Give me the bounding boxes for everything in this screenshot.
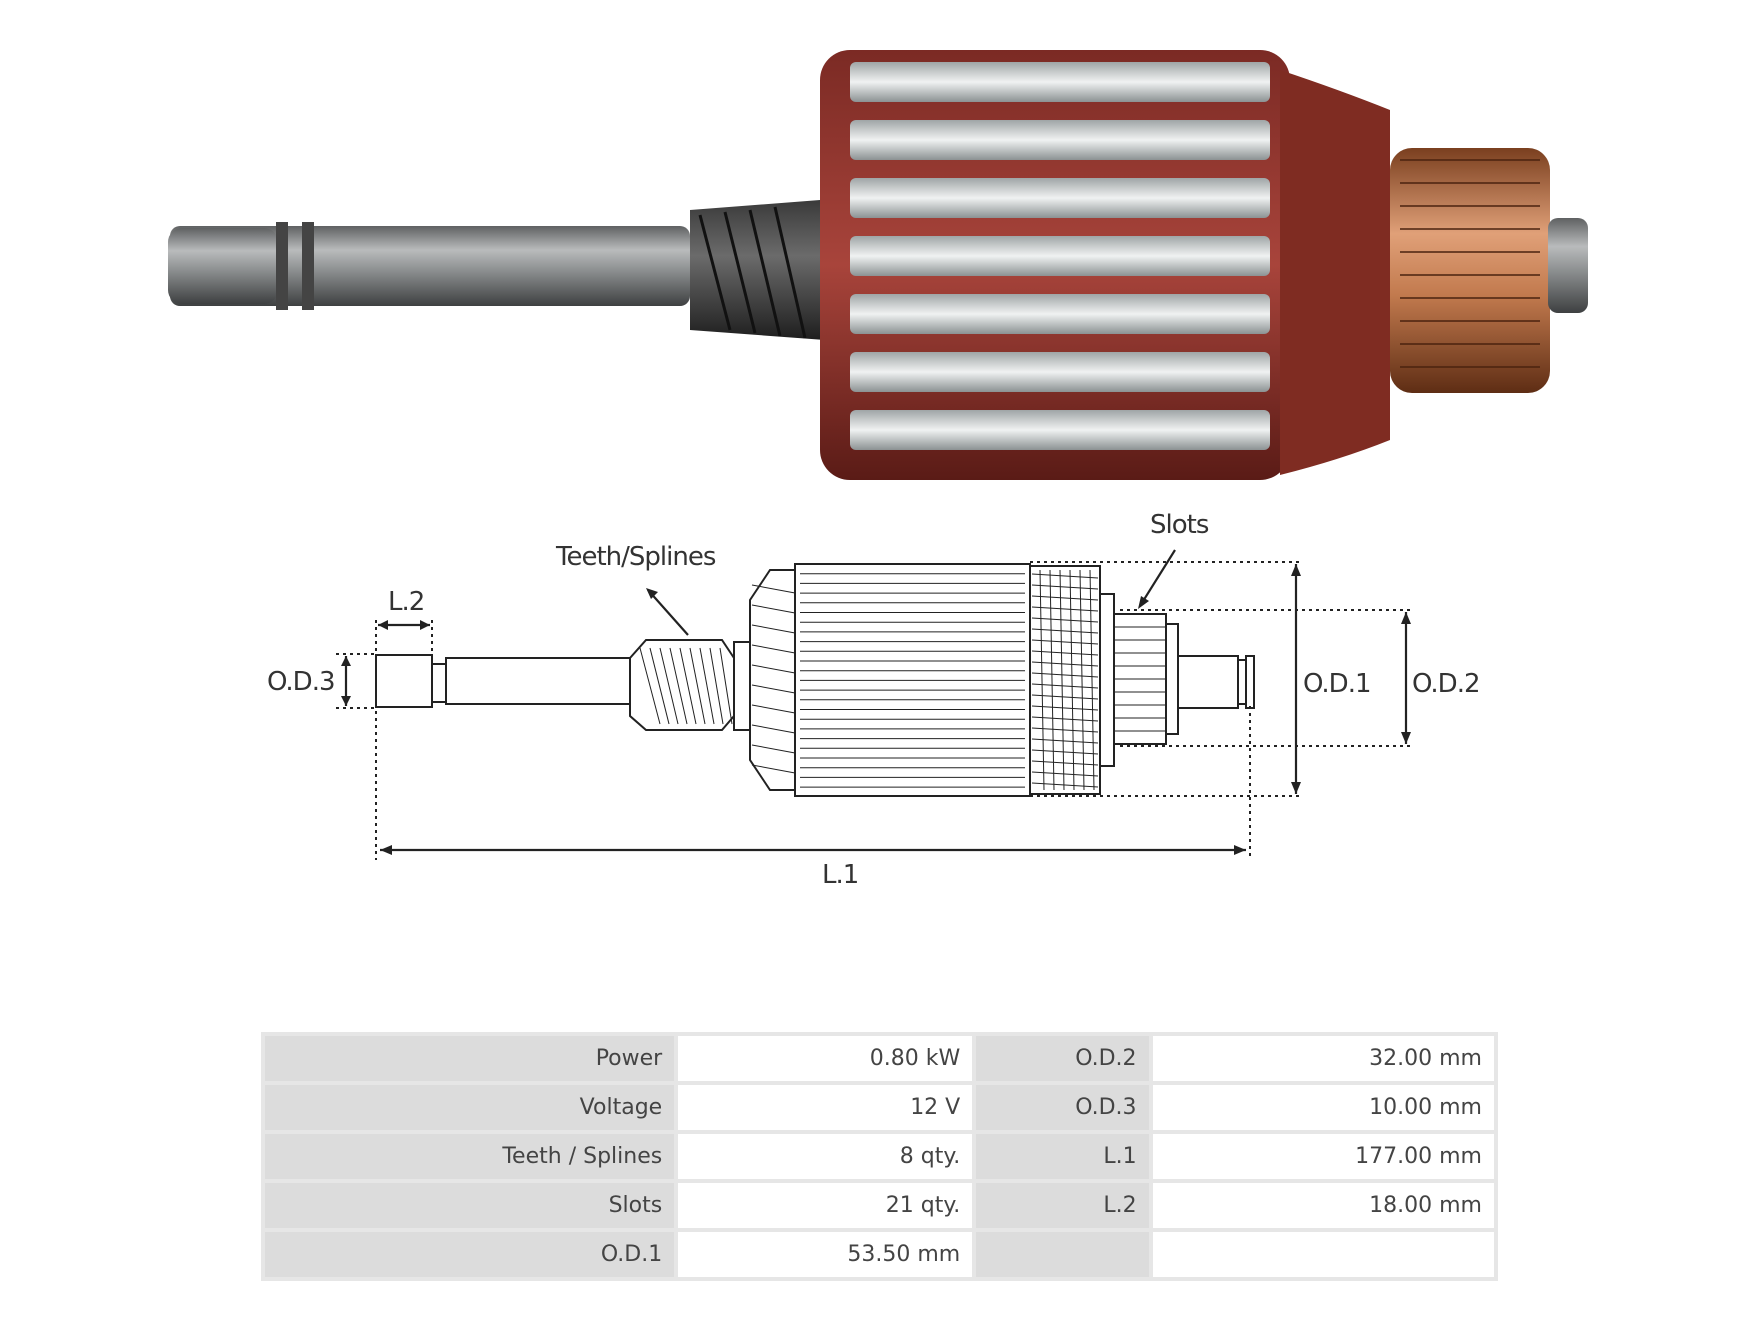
spec-value [1152, 1232, 1494, 1277]
spec-value: 0.80 kW [678, 1036, 973, 1081]
spec-key [976, 1232, 1149, 1277]
spec-value: 21 qty. [678, 1183, 973, 1228]
spec-value: 177.00 mm [1152, 1134, 1494, 1179]
spec-value: 10.00 mm [1152, 1085, 1494, 1130]
spec-value: 32.00 mm [1152, 1036, 1494, 1081]
spec-key: L.2 [976, 1183, 1149, 1228]
spec-key: L.1 [976, 1134, 1149, 1179]
label-od2: O.D.2 [1412, 669, 1480, 699]
dimension-drawing: L.2 O.D.3 L.1 O.D.1 O.D.2 Teeth/Splines … [267, 510, 1481, 890]
label-teeth-splines: Teeth/Splines [555, 542, 716, 572]
label-slots: Slots [1150, 510, 1209, 540]
shaft-end [375, 654, 433, 708]
spec-key: O.D.3 [976, 1085, 1149, 1130]
spec-key: O.D.1 [265, 1232, 675, 1277]
armature-photo [168, 50, 1588, 480]
spec-key: Slots [265, 1183, 675, 1228]
label-l1: L.1 [822, 860, 858, 890]
label-od3: O.D.3 [267, 667, 335, 697]
spec-key: O.D.2 [976, 1036, 1149, 1081]
label-l2: L.2 [388, 587, 424, 617]
spec-value: 12 V [678, 1085, 973, 1130]
spec-value: 18.00 mm [1152, 1183, 1494, 1228]
spec-key: Teeth / Splines [265, 1134, 675, 1179]
splined-gear [629, 639, 735, 731]
spec-value: 53.50 mm [678, 1232, 973, 1277]
spec-value: 8 qty. [678, 1134, 973, 1179]
label-od1: O.D.1 [1303, 669, 1371, 699]
spec-key: Voltage [265, 1085, 675, 1130]
spec-key: Power [265, 1036, 675, 1081]
